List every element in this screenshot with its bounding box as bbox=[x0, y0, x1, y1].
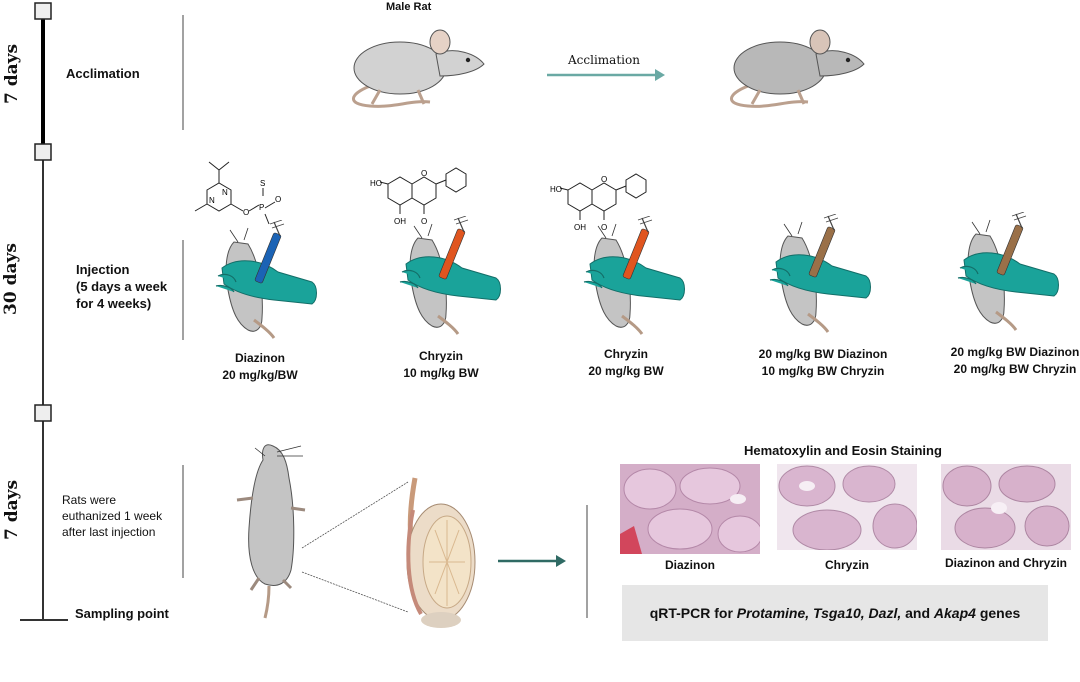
injection-illustration-4 bbox=[769, 214, 871, 333]
male-rat-label: Male Rat bbox=[386, 1, 432, 13]
group-3-line-1: Chryzin bbox=[603, 347, 648, 361]
chrysin-1-o-keto: O bbox=[421, 217, 427, 226]
acclimation-arrow bbox=[547, 69, 665, 81]
group-caption-2: Chryzin 10 mg/kg BW bbox=[386, 348, 496, 382]
rat-before-illustration bbox=[352, 29, 485, 108]
injection-illustration-5 bbox=[957, 212, 1059, 331]
chrysin-2-o-ring: O bbox=[601, 175, 607, 184]
injection-illustration-2 bbox=[399, 216, 501, 335]
group-3-line-2: 20 mg/kg BW bbox=[588, 364, 664, 378]
diazinon-n-lower: N bbox=[209, 196, 215, 205]
euthanized-rat-illustration bbox=[236, 444, 306, 619]
syringe-4 bbox=[808, 226, 836, 278]
group-caption-3: Chryzin 20 mg/kg BW bbox=[571, 346, 681, 380]
syringe-1 bbox=[254, 232, 282, 284]
euthanasia-line-2: euthanized 1 week bbox=[62, 509, 163, 523]
group-4-line-1: 20 mg/kg BW Diazinon bbox=[758, 347, 888, 361]
histology-image-chryzin bbox=[777, 464, 917, 550]
group-caption-1: Diazinon 20 mg/kg/BW bbox=[205, 350, 315, 384]
injection-illustration-3 bbox=[583, 216, 685, 335]
euthanasia-line-3: after last injection bbox=[62, 525, 156, 539]
group-4-line-2: 10 mg/kg BW Chryzin bbox=[761, 364, 885, 378]
diazinon-o-ester: O bbox=[243, 208, 249, 217]
rat-after-illustration bbox=[730, 29, 865, 108]
chrysin-structure-1: HO OH O O bbox=[370, 167, 467, 226]
chrysin-2-ho: HO bbox=[550, 185, 562, 194]
diazinon-n-upper: N bbox=[222, 188, 228, 197]
timeline-marker-2 bbox=[34, 143, 52, 161]
phase-label-acclimation: Acclimation bbox=[66, 66, 140, 81]
histology-caption-combined: Diazinon and Chryzin bbox=[944, 556, 1067, 570]
histology-image-diazinon bbox=[620, 464, 760, 554]
group-1-line-2: 20 mg/kg/BW bbox=[222, 368, 298, 382]
chrysin-1-oh: OH bbox=[394, 217, 406, 226]
histology-title: Hematoxylin and Eosin Staining bbox=[744, 443, 942, 458]
testis-illustration bbox=[406, 477, 476, 628]
phase-duration-acclimation: 7 days bbox=[2, 43, 22, 104]
diazinon-o-ethyl: O bbox=[275, 195, 281, 204]
chrysin-2-oh: OH bbox=[574, 223, 586, 232]
injection-line-1: Injection bbox=[76, 262, 130, 277]
histology-caption-chryzin: Chryzin bbox=[824, 558, 869, 572]
sampling-point-label: Sampling point bbox=[75, 606, 169, 621]
testis-zoom-lines bbox=[301, 481, 409, 613]
chrysin-1-ho: HO bbox=[370, 179, 382, 188]
injection-illustration-1 bbox=[215, 220, 317, 339]
group-caption-5: 20 mg/kg BW Diazinon 20 mg/kg BW Chryzin bbox=[940, 344, 1080, 378]
chrysin-2-o-keto: O bbox=[601, 223, 607, 232]
syringe-3 bbox=[622, 228, 650, 280]
chrysin-1-o-ring: O bbox=[421, 169, 427, 178]
diazinon-p: P bbox=[259, 203, 264, 212]
qrt-suffix: genes bbox=[979, 605, 1021, 621]
group-2-line-2: 10 mg/kg BW bbox=[403, 366, 479, 380]
syringe-2 bbox=[438, 228, 466, 280]
group-5-line-2: 20 mg/kg BW Chryzin bbox=[953, 362, 1077, 376]
group-2-line-1: Chryzin bbox=[418, 349, 463, 363]
qrt-pcr-box: qRT-PCR for Protamine, Tsga10, Dazl, and… bbox=[622, 585, 1048, 641]
timeline-marker-3 bbox=[34, 404, 52, 422]
syringe-5 bbox=[996, 224, 1024, 276]
phase-label-euthanasia: Rats were euthanized 1 week after last i… bbox=[62, 492, 162, 540]
euthanasia-line-1: Rats were bbox=[62, 493, 117, 507]
acclimation-arrow-label: Acclimation bbox=[568, 53, 640, 67]
timeline-marker-1 bbox=[34, 2, 52, 20]
injection-line-2: (5 days a week bbox=[76, 279, 168, 294]
qrt-prefix: qRT-PCR for bbox=[649, 605, 733, 621]
diazinon-structure: N N O P S O bbox=[194, 161, 281, 225]
diazinon-s: S bbox=[260, 179, 265, 188]
group-caption-4: 20 mg/kg BW Diazinon 10 mg/kg BW Chryzin bbox=[748, 346, 898, 380]
histology-image-combined bbox=[941, 464, 1071, 550]
group-5-line-1: 20 mg/kg BW Diazinon bbox=[950, 345, 1080, 359]
injection-line-3: for 4 weeks) bbox=[76, 296, 152, 311]
qrt-last-gene: Akap4 bbox=[933, 605, 976, 621]
qrt-genes: Protamine, Tsga10, Dazl, bbox=[736, 605, 902, 621]
group-1-line-1: Diazinon bbox=[235, 351, 285, 365]
qrt-and: and bbox=[905, 605, 931, 621]
chrysin-structure-2: HO OH O O bbox=[550, 173, 647, 232]
analysis-arrow bbox=[498, 555, 566, 567]
phase-duration-post: 7 days bbox=[2, 479, 22, 540]
phase-duration-injection: 30 days bbox=[1, 243, 21, 315]
phase-label-injection: Injection (5 days a week for 4 weeks) bbox=[76, 261, 167, 312]
histology-caption-diazinon: Diazinon bbox=[665, 558, 715, 572]
